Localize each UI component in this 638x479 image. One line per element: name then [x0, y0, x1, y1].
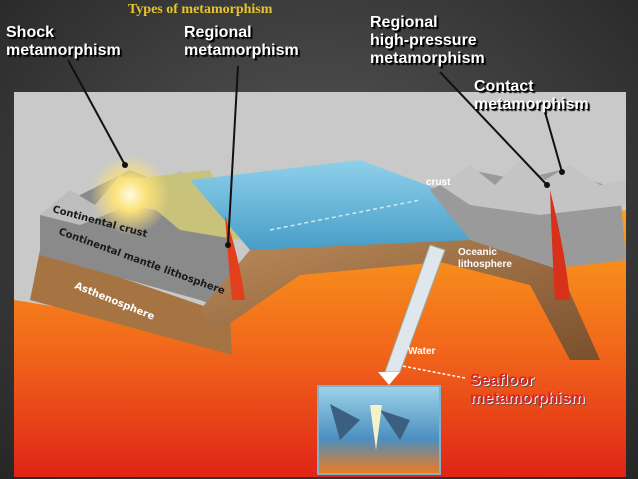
shock-metamorphism-label: Shock metamorphism: [6, 24, 121, 59]
mantle: [14, 210, 626, 477]
regional-high-pressure-label: Regional high-pressure metamorphism: [370, 14, 485, 67]
ridge-line: [269, 199, 421, 231]
magma-right: [550, 190, 570, 300]
contact-pointer: [544, 111, 563, 173]
right-mountains: [440, 160, 626, 215]
water-label: Water: [408, 346, 436, 357]
lithosphere-label: lithosphere: [458, 259, 512, 270]
seafloor-inset: [317, 385, 441, 475]
impact-flash: [90, 155, 170, 235]
oceanic-label: Oceanic: [458, 247, 497, 258]
crust-label: crust: [426, 177, 451, 188]
contact-metamorphism-label: Contact metamorphism: [474, 78, 589, 113]
magma-left: [225, 215, 245, 300]
subducting-slab: [200, 240, 600, 360]
regional-hp-pointer: [439, 71, 548, 186]
diagram-title: Types of metamorphism: [128, 2, 273, 17]
ocean: [190, 160, 470, 260]
seafloor-metamorphism-label: Seafloor metamorphism: [470, 372, 585, 407]
asthenosphere-band: [30, 250, 232, 355]
shock-pointer: [67, 59, 126, 166]
regional-pointer: [227, 65, 239, 246]
regional-metamorphism-label: Regional metamorphism: [184, 24, 299, 59]
seafloor-pointer: [391, 363, 466, 379]
